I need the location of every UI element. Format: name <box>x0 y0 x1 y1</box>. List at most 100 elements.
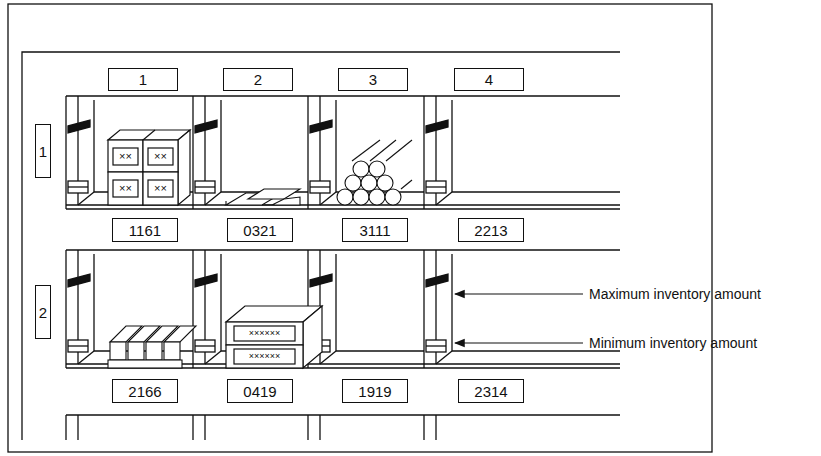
cartons-part <box>113 180 138 197</box>
pipes-part <box>352 140 380 161</box>
shelf-rack-part <box>68 340 88 352</box>
frame <box>8 4 712 452</box>
shelf-rack-part <box>93 254 94 351</box>
box-text: 4 <box>485 72 493 87</box>
pipes-part <box>337 189 353 205</box>
shelf-rack-part <box>78 351 94 364</box>
shelf-rack-part <box>205 192 221 205</box>
carton-mark: ×× <box>119 151 132 162</box>
shelf-rack-part <box>66 208 620 209</box>
shelf-rack-part <box>307 415 308 440</box>
shelf-rack <box>66 96 620 440</box>
bars <box>108 326 196 368</box>
column-label-box: 4 <box>454 68 524 91</box>
shelf-rack-part <box>204 415 205 440</box>
shelf-rack-part <box>310 274 332 287</box>
shelf-rack-part <box>220 254 221 351</box>
leader-lines <box>455 294 583 343</box>
bars-part <box>164 326 196 342</box>
box-text: 3 <box>369 72 377 87</box>
shelf-rack-part <box>423 415 424 440</box>
pipes-part <box>370 140 396 161</box>
shelf-rack-part <box>423 96 424 209</box>
shelf-rack-part <box>319 415 320 440</box>
big-boxes <box>226 306 322 368</box>
shelf-rack-part <box>195 274 217 287</box>
box-text: 3111 <box>359 223 390 238</box>
bars-part <box>110 342 126 360</box>
shelf-rack-part <box>335 254 336 351</box>
shelf-rack-part <box>310 181 330 193</box>
shelf-rack-part <box>68 274 90 287</box>
pipes-part <box>386 140 412 161</box>
pipes-part <box>369 161 385 177</box>
shelf-rack-part <box>452 191 620 192</box>
location-code-box: 0419 <box>227 379 293 403</box>
cartons-part <box>143 130 155 140</box>
shelf-rack-part <box>426 120 448 133</box>
shelf-rack-part <box>310 120 332 133</box>
shelf-rack-part <box>195 120 217 133</box>
shelf-rack-part <box>426 181 446 193</box>
column-label-box: 3 <box>338 68 408 91</box>
shelf-rack-part <box>451 100 452 192</box>
shelf-rack-part <box>65 415 66 440</box>
shelf-rack-part <box>195 345 215 346</box>
pipes-part <box>353 161 369 177</box>
row-label-box: 1 <box>35 124 51 178</box>
pipes-part <box>345 175 361 191</box>
shelf-rack-part <box>335 100 336 192</box>
shelf-rack-part <box>426 340 446 352</box>
row-label-box: 2 <box>35 285 51 339</box>
shelf-rack-part <box>192 415 193 440</box>
box-mark: ×××××× <box>249 352 281 361</box>
shelf-rack-part <box>310 186 330 187</box>
slabs-part <box>225 201 226 205</box>
shelf-rack-part <box>307 96 308 209</box>
frame-part <box>8 4 712 452</box>
shelf-rack-part <box>65 250 66 368</box>
carton-mark: ×× <box>154 183 167 194</box>
shelf-rack-part <box>68 120 90 133</box>
box-text: 0419 <box>243 384 276 399</box>
shelf-rack-part <box>436 192 452 205</box>
cartons-part <box>108 172 143 205</box>
big-boxes-part <box>234 349 295 364</box>
shelf-rack-part <box>205 351 221 364</box>
box-text: 0321 <box>243 223 276 238</box>
cartons-part <box>108 140 143 172</box>
shelf-rack-part <box>451 254 452 351</box>
shelf-rack-part <box>426 345 446 346</box>
pipes-part <box>377 175 393 191</box>
box-mark: ×××××× <box>249 329 281 338</box>
location-code-box: 2213 <box>458 218 524 242</box>
shelf-rack-part <box>423 250 424 368</box>
cartons-part <box>143 140 178 172</box>
big-boxes-part <box>226 345 303 368</box>
cartons-part <box>108 130 190 140</box>
column-label-box: 2 <box>223 68 293 91</box>
cartons-part <box>178 130 190 205</box>
big-boxes-part <box>234 326 295 341</box>
shelf-rack-part <box>320 351 336 364</box>
shelf-rack-part <box>195 181 215 193</box>
shelf-rack-part <box>426 274 448 287</box>
pipes-part <box>401 180 412 189</box>
shelf-rack-part <box>195 186 215 187</box>
bars-part <box>128 342 144 360</box>
shelf-rack-part <box>66 95 620 96</box>
shelf-rack-part <box>192 96 193 209</box>
shelf-rack-part <box>435 415 436 440</box>
column-label-box: 1 <box>108 68 178 91</box>
carton-mark: ×× <box>119 183 132 194</box>
slabs <box>226 189 300 205</box>
location-code-box: 1919 <box>342 379 408 403</box>
location-code-box: 0321 <box>227 218 293 242</box>
box-text: 2 <box>39 305 47 320</box>
shelf-rack-part <box>68 181 88 193</box>
cartons-part <box>148 148 173 165</box>
big-boxes-part <box>226 322 303 345</box>
location-code-box: 2314 <box>458 379 524 403</box>
shelf-rack-part <box>436 351 452 364</box>
cartons-part <box>148 180 173 197</box>
